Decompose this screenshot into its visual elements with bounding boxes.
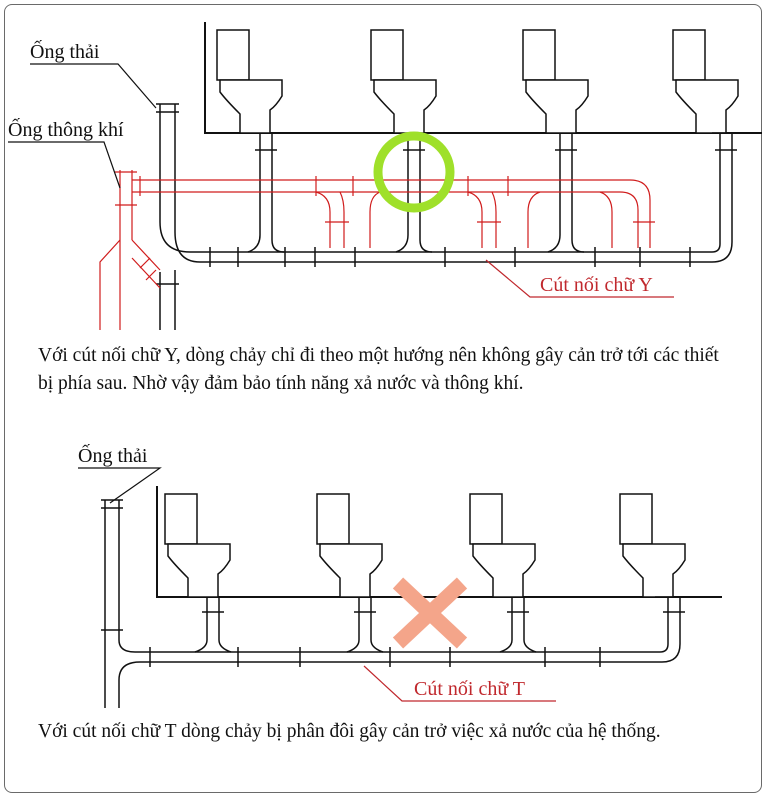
- toilet-b3: [469, 493, 536, 598]
- waste-stack: [156, 103, 179, 330]
- label-y-fitting: Cút nối chữ Y: [540, 274, 653, 296]
- toilet-b1: [164, 493, 231, 598]
- toilet-4: [672, 29, 739, 134]
- top-diagram: Ống thải Ống thông khí Cút nối chữ Y: [8, 22, 762, 330]
- leader-vent: [8, 141, 121, 189]
- caption-t-fitting: Với cút nối chữ T dòng chảy bị phân đôi …: [38, 721, 661, 742]
- bottom-diagram: Ống thải Cút nối chữ T: [78, 443, 722, 708]
- label-t-fitting: Cút nối chữ T: [414, 678, 525, 700]
- leader-y-fitting: [485, 259, 674, 298]
- leader-waste-top: [30, 63, 157, 109]
- floor-line-bottom: [156, 486, 722, 598]
- highlight-ring: [373, 131, 455, 213]
- waste-stack-bottom: [101, 499, 123, 708]
- label-vent-pipe: Ống thông khí: [8, 117, 124, 141]
- figure-frame: [4, 4, 762, 793]
- leader-waste-bottom: [78, 467, 162, 504]
- leader-t-fitting: [363, 665, 556, 702]
- toilet-b4: [619, 493, 686, 598]
- toilet-3: [522, 29, 589, 134]
- y-branches: [247, 133, 737, 253]
- t-branches: [194, 597, 685, 653]
- label-waste-pipe-top: Ống thải: [30, 39, 100, 63]
- label-waste-pipe-bottom: Ống thải: [78, 443, 148, 467]
- horizontal-drain-bottom: [118, 596, 690, 681]
- toilet-1: [216, 29, 283, 134]
- horizontal-drain: [159, 132, 740, 267]
- cross-icon: [392, 577, 468, 649]
- caption-y-fitting: Với cút nối chữ Y, dòng chảy chỉ đi theo…: [38, 345, 719, 394]
- toilet-2: [370, 29, 437, 134]
- toilet-b2: [316, 493, 383, 598]
